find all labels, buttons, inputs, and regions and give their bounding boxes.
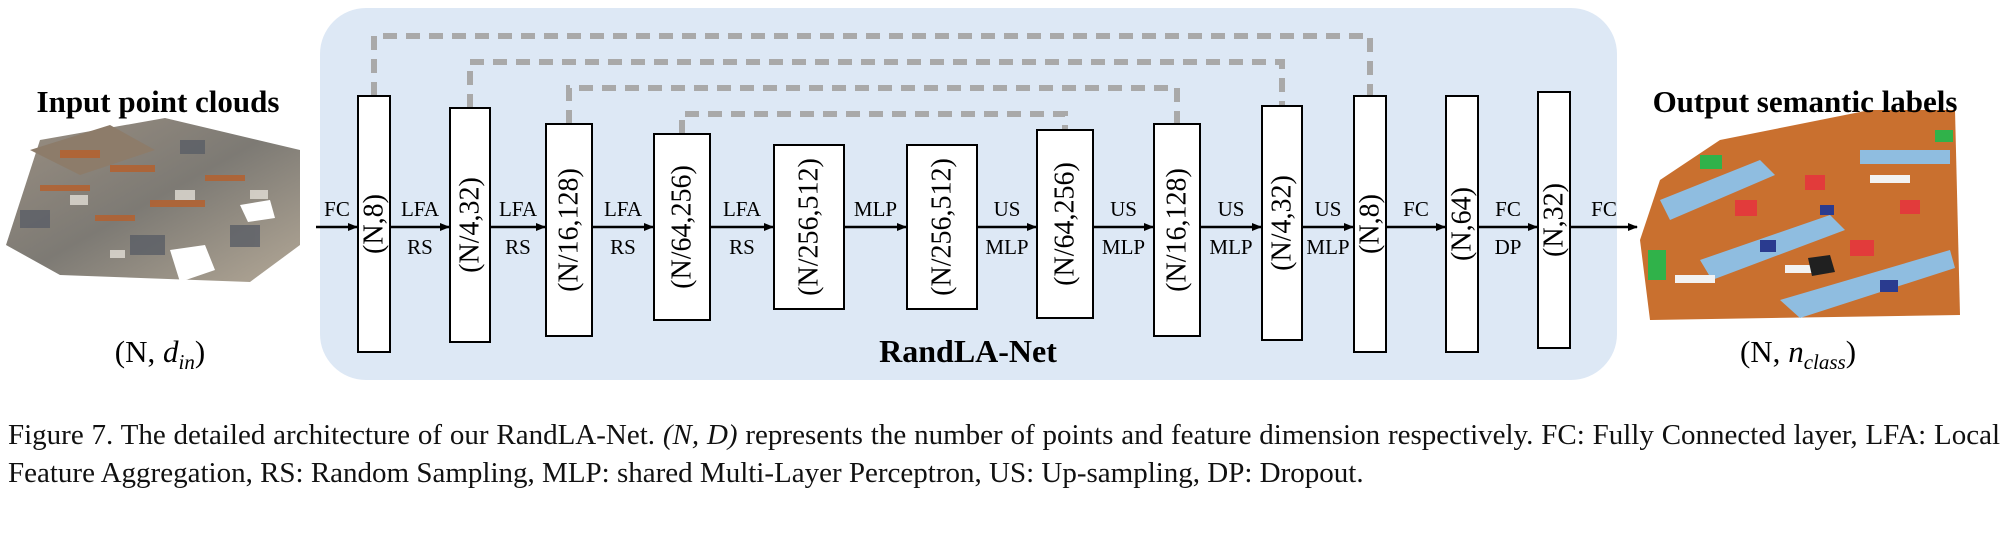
layer-shape-label: (N/4,32) <box>1267 175 1298 271</box>
caption-rest: represents the number of points and feat… <box>8 419 2000 489</box>
layer-box <box>1353 95 1387 353</box>
output-title: Output semantic labels <box>1653 84 1958 119</box>
layer-shape-label: (N/64,256) <box>667 165 698 289</box>
skip-connections <box>371 33 1373 134</box>
edge-label-top: FC <box>1495 197 1521 221</box>
edge-label-top: US <box>1315 197 1342 221</box>
layer-shape-label: (N/16,128) <box>1162 168 1193 292</box>
figure-caption: Figure 7. The detailed architecture of o… <box>8 416 2000 492</box>
layer-box <box>773 144 845 310</box>
edge-label-top: LFA <box>401 197 440 221</box>
layer-shape-label: (N,8) <box>359 194 390 254</box>
edge-label-bottom: MLP <box>1209 235 1252 259</box>
output-segmentation-image <box>1640 110 1960 320</box>
input-point-cloud-image <box>6 118 300 282</box>
edge-label-top: US <box>994 197 1021 221</box>
layer-edges: FC LFA RS LFA RS LFA RS LFA RS MLP US MLP US MLP US MLP… <box>316 197 1638 259</box>
edge-label-bottom: RS <box>407 235 433 259</box>
edge-label-top: US <box>1218 197 1245 221</box>
edge-label-bottom: MLP <box>1306 235 1349 259</box>
edge-label-top: FC <box>1591 197 1617 221</box>
edge-label-top: LFA <box>723 197 762 221</box>
edge-label-top: LFA <box>604 197 643 221</box>
layer-shape-label: (N/64,256) <box>1050 162 1081 286</box>
input-shape-label: (N, din) <box>115 334 205 374</box>
caption-math: (N, D) <box>662 419 738 451</box>
layer-shape-label: (N/4,32) <box>455 177 486 273</box>
network-name: RandLA-Net <box>879 333 1057 369</box>
edge-label-bottom: MLP <box>1102 235 1145 259</box>
input-title: Input point clouds <box>37 84 280 119</box>
caption-lead: Figure 7. The detailed architecture of o… <box>8 419 663 451</box>
layer-box <box>1036 129 1094 319</box>
edge-label-bottom: DP <box>1495 235 1522 259</box>
edge-label-top: LFA <box>499 197 538 221</box>
edge-label-bottom: RS <box>610 235 636 259</box>
layer-shape-label: (N/256,512) <box>794 158 825 296</box>
skip-connection <box>679 111 1068 134</box>
layer-box <box>1261 105 1303 341</box>
edge-label-bottom: MLP <box>985 235 1028 259</box>
layer-box <box>357 95 391 353</box>
architecture-diagram: FC LFA RS LFA RS LFA RS LFA RS MLP US MLP US MLP US MLP… <box>6 8 1960 380</box>
layer-shape-label: (N/256,512) <box>927 158 958 296</box>
edge-label-top: FC <box>324 197 350 221</box>
layer-box <box>545 123 593 337</box>
layer-box <box>449 107 491 343</box>
output-shape-label: (N, nclass) <box>1740 334 1856 374</box>
edge-label-bottom: RS <box>729 235 755 259</box>
edge-label-bottom: RS <box>505 235 531 259</box>
layer-box <box>1445 95 1479 353</box>
skip-connection <box>467 59 1285 108</box>
edge-label-top: FC <box>1403 197 1429 221</box>
edge-label-top: US <box>1110 197 1137 221</box>
layer-boxes: (N,8) (N/4,32) (N/16,128) (N/64,256) (N/256,… <box>357 91 1571 353</box>
edge-label-top: MLP <box>854 197 897 221</box>
layer-shape-label: (N,32) <box>1539 183 1570 257</box>
layer-shape-label: (N,8) <box>1355 194 1386 254</box>
layer-shape-label: (N/16,128) <box>554 168 585 292</box>
layer-shape-label: (N,64) <box>1447 187 1478 261</box>
skip-connection <box>371 33 1373 96</box>
layer-box <box>906 144 978 310</box>
layer-box <box>1537 91 1571 349</box>
layer-box <box>1153 123 1201 337</box>
layer-box <box>653 133 711 321</box>
